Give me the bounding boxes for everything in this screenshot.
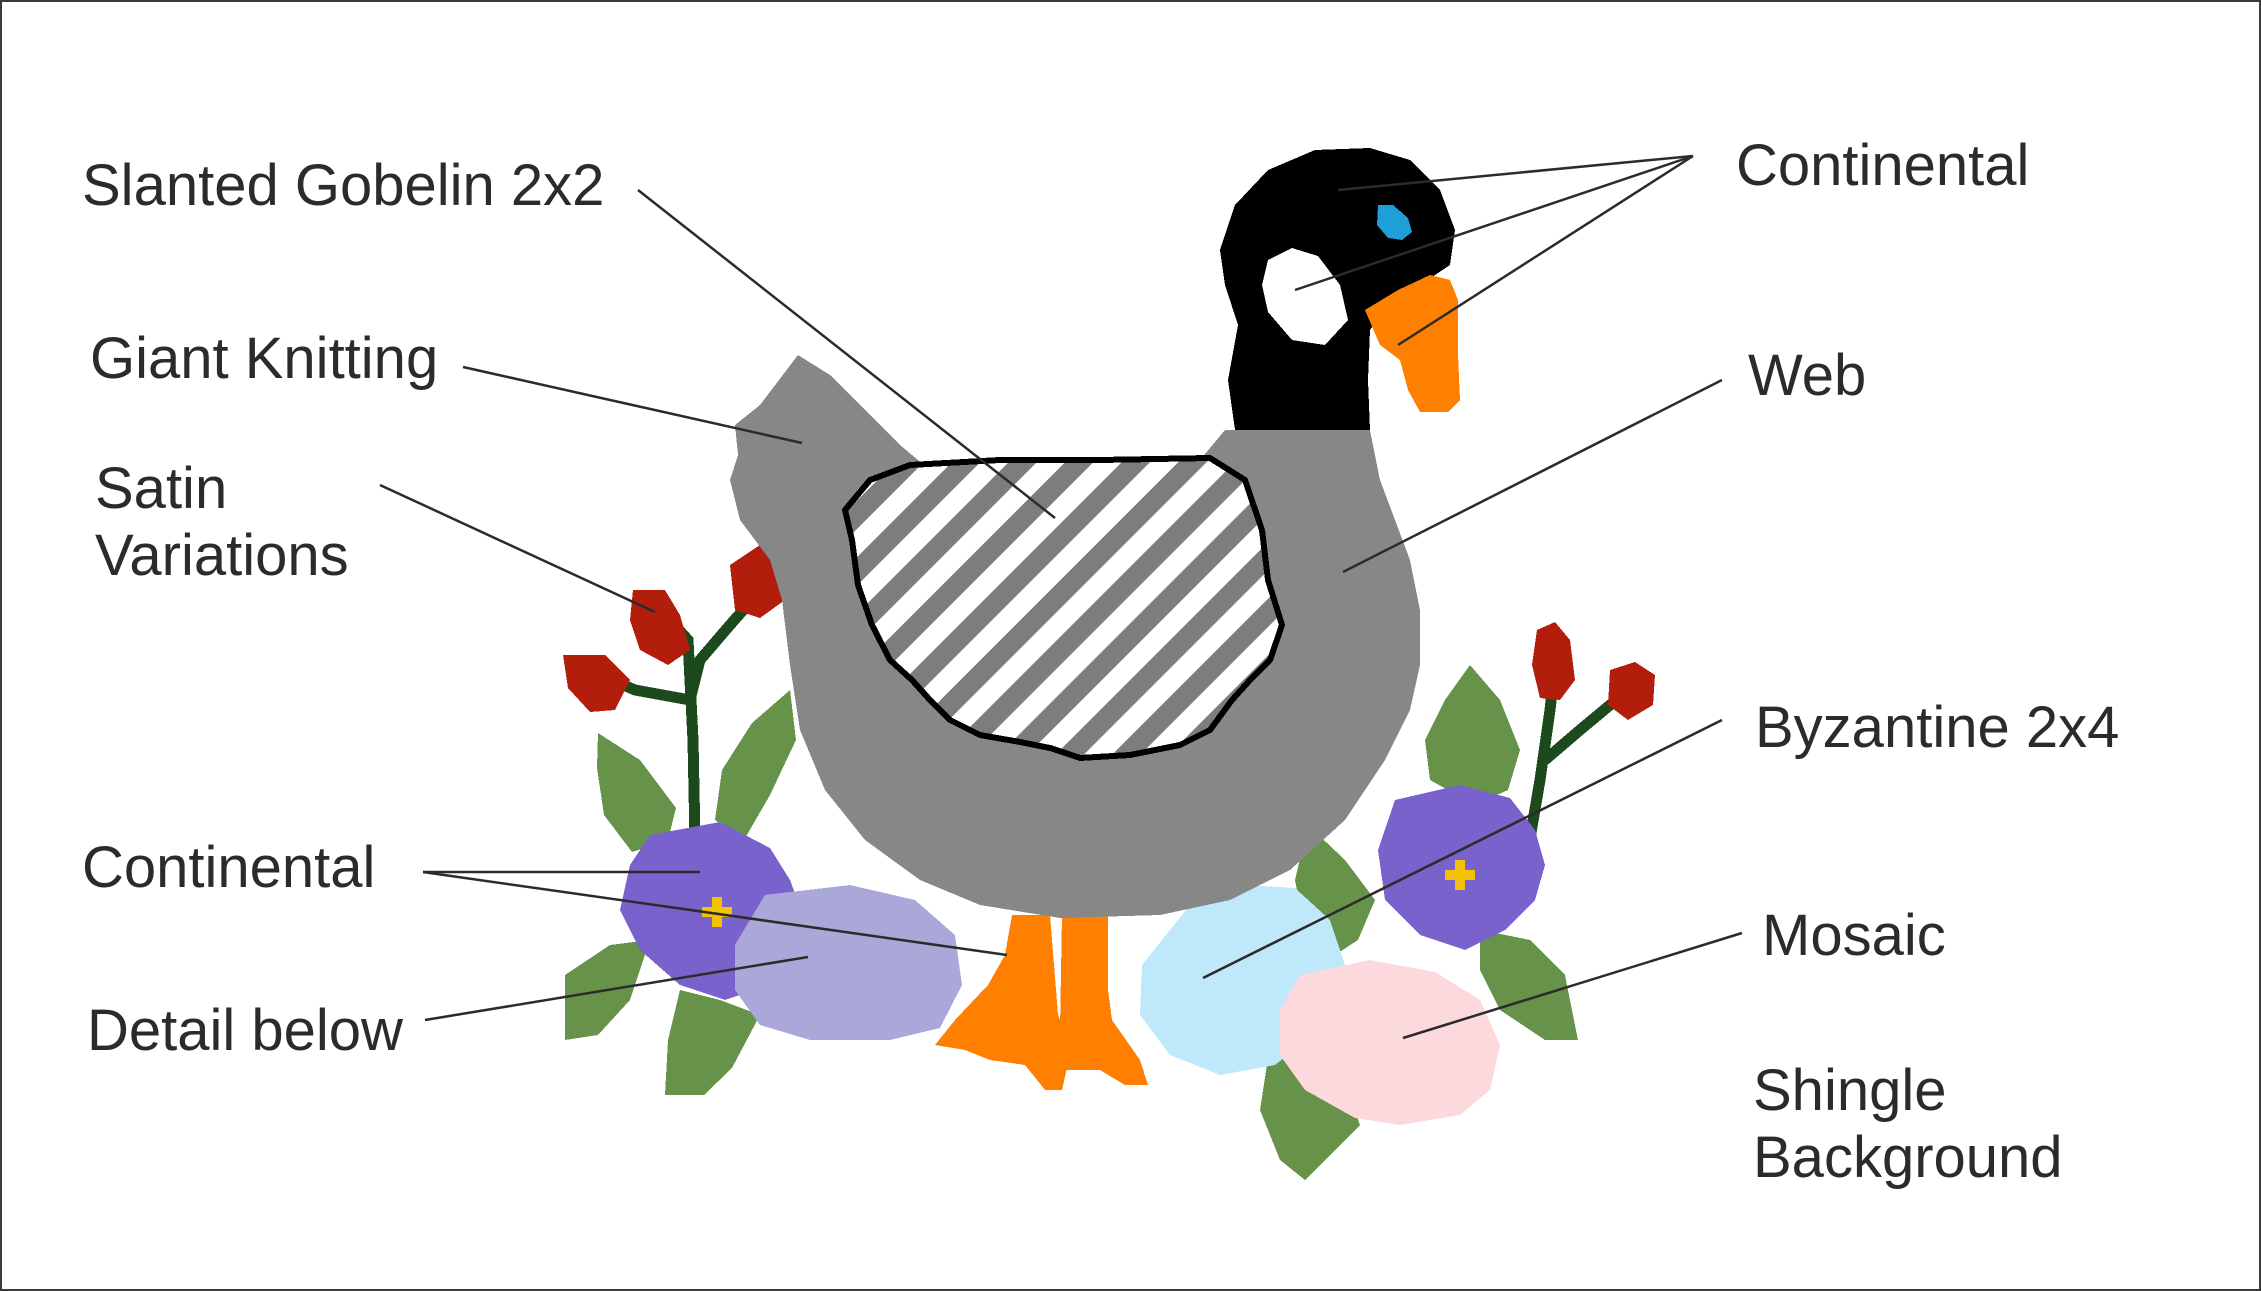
goose-feet bbox=[935, 915, 1148, 1090]
label-satin-line1: Satin bbox=[95, 456, 227, 521]
label-byzantine: Byzantine 2x4 bbox=[1755, 695, 2119, 760]
leader-mosaic bbox=[1402, 931, 1743, 1040]
bud bbox=[1608, 662, 1655, 720]
label-web: Web bbox=[1748, 343, 1866, 408]
goose-cheek bbox=[1262, 248, 1348, 345]
label-slanted-gobelin: Slanted Gobelin 2x2 bbox=[82, 153, 604, 218]
label-satin-line2: Variations bbox=[95, 523, 349, 588]
leader-detail-below bbox=[424, 955, 809, 1022]
leader-continental-top-1 bbox=[1337, 154, 1694, 192]
leaf bbox=[1480, 930, 1578, 1040]
goose-eye bbox=[1377, 205, 1412, 240]
pink-egg bbox=[1280, 960, 1500, 1125]
right-foot bbox=[1060, 915, 1148, 1085]
label-shingle-line2: Background bbox=[1753, 1125, 2063, 1190]
leader-giant-knitting bbox=[462, 365, 803, 445]
goose-beak bbox=[1365, 275, 1460, 412]
left-foot bbox=[935, 915, 1072, 1090]
flower-center bbox=[702, 897, 732, 927]
right-leaves bbox=[1260, 665, 1578, 1180]
label-mosaic: Mosaic bbox=[1762, 903, 1946, 968]
right-buds bbox=[1532, 622, 1655, 720]
goose-illustration bbox=[563, 148, 1655, 1180]
leader-web bbox=[1342, 378, 1723, 574]
stitch-labels: Continental Slanted Gobelin 2x2 Giant Kn… bbox=[82, 133, 2119, 1190]
leader-byzantine bbox=[1202, 718, 1723, 980]
label-detail-below: Detail below bbox=[87, 998, 404, 1063]
label-shingle-line1: Shingle bbox=[1753, 1058, 1946, 1123]
leader-continental-top-3 bbox=[1397, 154, 1694, 347]
bud bbox=[1532, 622, 1575, 700]
leaf bbox=[597, 733, 676, 852]
flower-center bbox=[1445, 860, 1475, 890]
leaf bbox=[665, 990, 760, 1095]
leader-satin bbox=[379, 483, 656, 614]
leader-continental-bottom-2 bbox=[422, 870, 1008, 957]
bud bbox=[563, 655, 630, 712]
leader-lines bbox=[379, 154, 1743, 1040]
label-continental-top: Continental bbox=[1736, 133, 2029, 198]
leader-continental-top-2 bbox=[1294, 154, 1694, 292]
goose-wing bbox=[842, 455, 1285, 761]
leader-slanted-gobelin bbox=[637, 189, 1056, 519]
label-continental-bottom: Continental bbox=[82, 835, 375, 900]
leaf bbox=[1425, 665, 1520, 805]
leaf bbox=[715, 690, 796, 840]
label-giant-knitting: Giant Knitting bbox=[90, 326, 438, 391]
